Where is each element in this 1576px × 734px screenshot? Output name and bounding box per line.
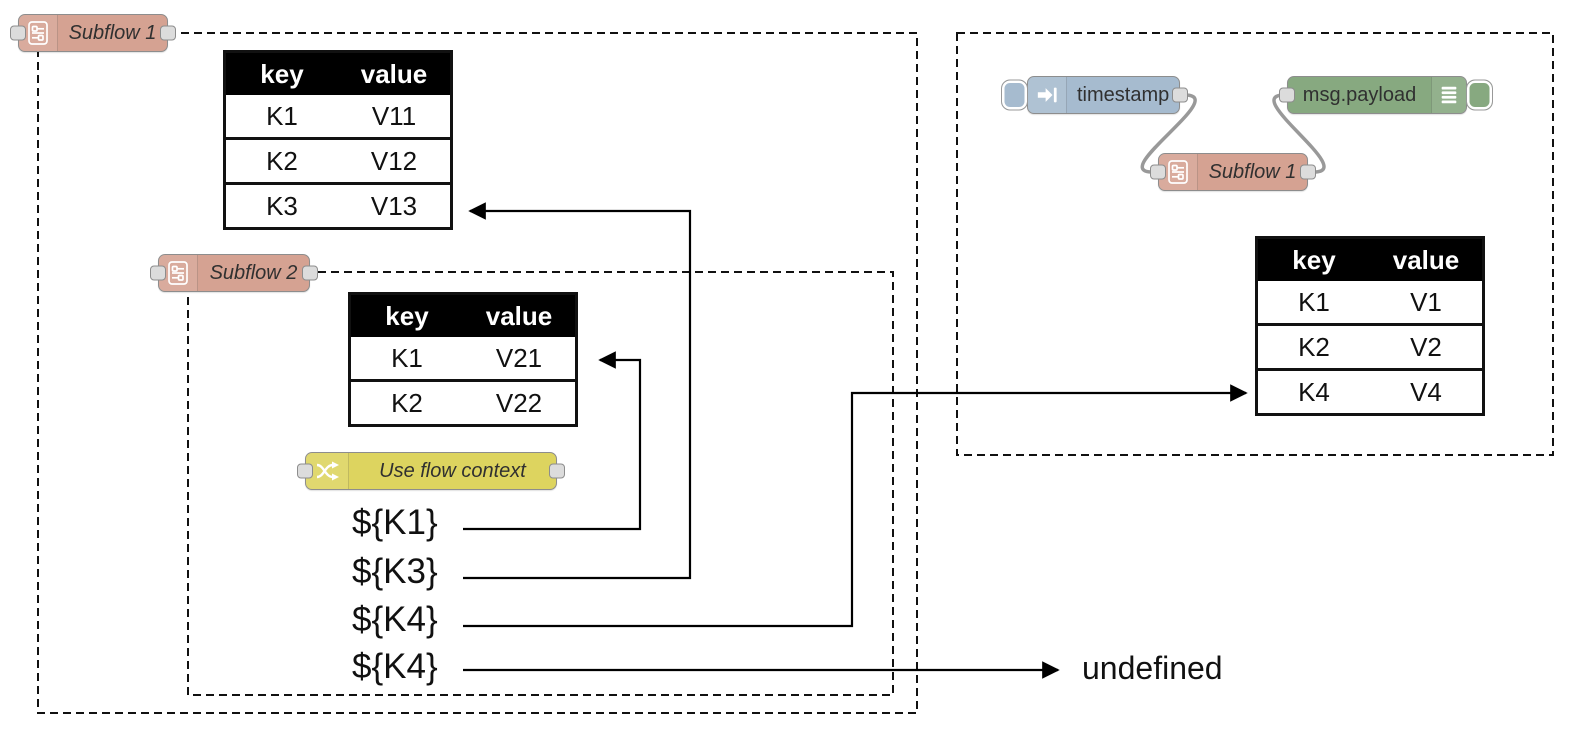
- inject-arrow-icon: [1028, 77, 1067, 113]
- table-cell: K2: [224, 138, 338, 185]
- table-header-cell: key: [224, 51, 338, 95]
- table-cell: V4: [1370, 369, 1484, 415]
- table-cell: V2: [1370, 324, 1484, 371]
- table-header-cell: value: [463, 293, 577, 337]
- table-cell: K1: [1256, 281, 1370, 326]
- env-expression-k3: ${K3}: [352, 552, 438, 591]
- input-port[interactable]: [1279, 87, 1295, 103]
- table-cell: V12: [338, 138, 452, 185]
- output-port[interactable]: [549, 463, 565, 479]
- env-expression-k1: ${K1}: [352, 503, 438, 542]
- input-port[interactable]: [150, 265, 166, 281]
- table-row: K1 V21: [349, 337, 577, 382]
- subflow1-node[interactable]: Subflow 1: [10, 14, 176, 52]
- table-header-cell: key: [349, 293, 463, 337]
- wire-timestamp-to-subflow[interactable]: [1140, 93, 1197, 174]
- table-row: K2 V12: [224, 138, 452, 185]
- main-flow-box: [956, 32, 1554, 456]
- output-port[interactable]: [1300, 164, 1316, 180]
- subflow1-instance-node[interactable]: Subflow 1: [1150, 153, 1316, 191]
- table-cell: V22: [463, 380, 577, 426]
- arrow-k4-to-flow-table: [463, 384, 1248, 628]
- subflow2-env-table: key value K1 V21 K2 V22: [348, 292, 578, 427]
- wire-subflow-to-debug[interactable]: [1272, 93, 1326, 174]
- input-port[interactable]: [1150, 164, 1166, 180]
- table-row: K1 V1: [1256, 281, 1484, 326]
- undefined-result-label: undefined: [1082, 650, 1223, 686]
- table-cell: V13: [338, 183, 452, 229]
- table-row: K4 V4: [1256, 369, 1484, 415]
- arrow-k1-to-subflow2-table: [463, 351, 642, 531]
- table-cell: V21: [463, 337, 577, 382]
- input-port[interactable]: [10, 25, 26, 41]
- table-cell: K4: [1256, 369, 1370, 415]
- inject-button[interactable]: [1001, 79, 1028, 111]
- table-header-cell: key: [1256, 237, 1370, 281]
- timestamp-inject-node[interactable]: timestamp: [1001, 76, 1188, 114]
- table-header-cell: value: [1370, 237, 1484, 281]
- table-row: K3 V13: [224, 183, 452, 229]
- node-label: timestamp: [1077, 83, 1170, 106]
- debug-list-icon: [1431, 77, 1466, 113]
- table-cell: K3: [224, 183, 338, 229]
- shuffle-icon: [306, 453, 349, 489]
- node-label: Subflow 1: [1208, 160, 1297, 183]
- env-expression-k4: ${K4}: [352, 600, 438, 639]
- output-port[interactable]: [1172, 87, 1188, 103]
- subflow1-env-table: key value K1 V11 K2 V12 K3 V13: [223, 50, 453, 230]
- subflow2-scope-box: [187, 271, 894, 696]
- table-cell: V1: [1370, 281, 1484, 326]
- output-port[interactable]: [302, 265, 318, 281]
- flow-context-table: key value K1 V1 K2 V2 K4 V4: [1255, 236, 1485, 416]
- table-cell: K2: [349, 380, 463, 426]
- node-label: Use flow context: [379, 459, 526, 482]
- use-flow-context-node[interactable]: Use flow context: [297, 452, 565, 490]
- table-cell: V11: [338, 95, 452, 140]
- input-port[interactable]: [297, 463, 313, 479]
- table-row: K2 V22: [349, 380, 577, 426]
- table-cell: K1: [349, 337, 463, 382]
- table-cell: K1: [224, 95, 338, 140]
- subflow2-node[interactable]: Subflow 2: [150, 254, 318, 292]
- table-row: K1 V11: [224, 95, 452, 140]
- node-label: Subflow 1: [68, 21, 157, 44]
- env-expression-k4-2: ${K4}: [352, 647, 438, 686]
- node-label: msg.payload: [1302, 83, 1417, 106]
- node-label: Subflow 2: [209, 261, 298, 284]
- table-header-cell: value: [338, 51, 452, 95]
- msg-payload-debug-node[interactable]: msg.payload: [1279, 76, 1493, 114]
- table-row: K2 V2: [1256, 324, 1484, 371]
- debug-toggle-button[interactable]: [1466, 79, 1493, 111]
- output-port[interactable]: [160, 25, 176, 41]
- arrow-k3-to-subflow1-table: [463, 202, 692, 580]
- table-cell: K2: [1256, 324, 1370, 371]
